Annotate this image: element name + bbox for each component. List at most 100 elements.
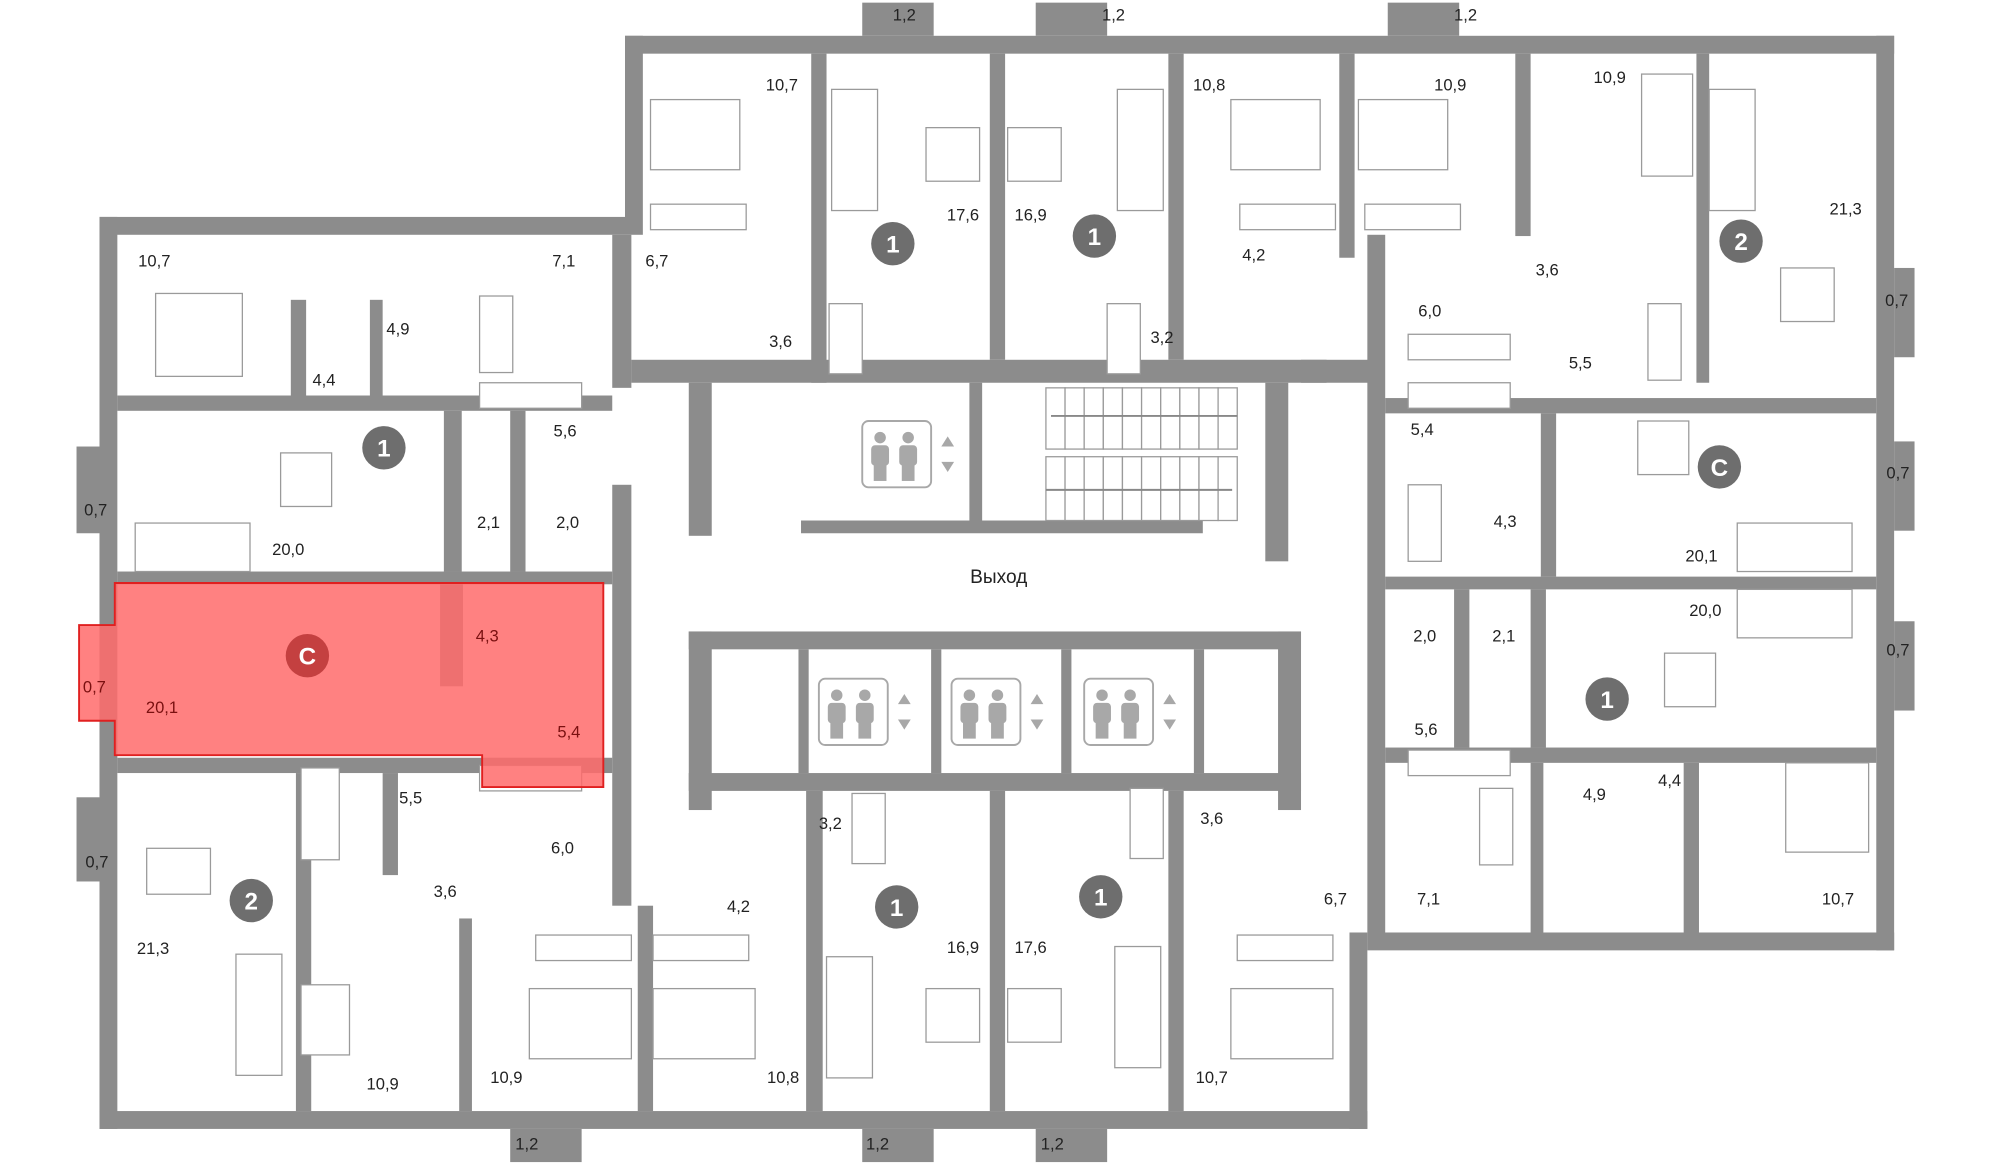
room-area-label: 16,9	[1014, 206, 1046, 225]
furniture-item	[1407, 382, 1511, 409]
room-area-label: 17,6	[947, 206, 979, 225]
furniture-item	[1779, 267, 1835, 323]
apartment-room-count-badge[interactable]: 1	[875, 885, 919, 929]
apartment-room-count-badge[interactable]: 1	[871, 222, 915, 266]
wall	[76, 797, 100, 882]
wall	[688, 631, 712, 811]
furniture-item	[1736, 522, 1853, 573]
furniture-item	[1230, 98, 1321, 171]
room-area-label: 4,4	[1658, 771, 1681, 790]
wall	[1339, 53, 1355, 258]
apartment-highlight[interactable]	[78, 582, 605, 789]
wall	[99, 216, 625, 235]
apartment-type-label: С	[299, 644, 317, 671]
wall	[798, 649, 809, 774]
room-area-label: 10,9	[1594, 68, 1626, 87]
furniture-item	[1230, 987, 1334, 1060]
wall	[459, 918, 472, 1112]
room-area-label: 20,1	[1685, 546, 1717, 565]
apartment-room-count-badge[interactable]: 2	[1719, 219, 1763, 263]
room-area-label: 5,6	[1414, 720, 1437, 739]
room-area-label: 3,2	[1150, 328, 1173, 347]
furniture-item	[925, 987, 981, 1043]
room-area-label: 3,2	[819, 814, 842, 833]
wall	[1540, 413, 1557, 577]
wall	[811, 53, 827, 383]
badge-label: С	[1711, 455, 1729, 482]
wall	[1683, 762, 1699, 933]
room-area-bathroom: 4,3	[476, 627, 499, 646]
furniture-item	[1407, 333, 1511, 361]
wall	[76, 446, 100, 534]
room-area-label: 7,1	[552, 252, 575, 271]
apartment-room-count-badge[interactable]: С	[1697, 445, 1742, 489]
wall	[688, 382, 712, 536]
badge-label: 1	[377, 436, 390, 463]
wall	[443, 410, 462, 572]
furniture-item	[134, 522, 251, 573]
balcony	[1387, 2, 1460, 36]
furniture-item	[1236, 934, 1334, 962]
wall	[99, 1111, 1368, 1129]
furniture-item	[1239, 203, 1337, 231]
room-area-label: 1,2	[866, 1134, 889, 1153]
furniture-item	[528, 987, 633, 1060]
furniture-item	[146, 847, 212, 895]
room-area-label: 6,0	[1418, 301, 1441, 320]
wall	[1168, 53, 1184, 360]
wall	[625, 35, 643, 235]
room-area-label: 1,2	[1454, 5, 1477, 24]
wall	[1385, 576, 1877, 590]
wall	[625, 35, 1895, 54]
furniture-item	[300, 767, 340, 861]
room-area-label: 6,0	[551, 838, 574, 857]
wall	[801, 520, 1203, 534]
furniture-item	[279, 452, 333, 508]
wall	[989, 53, 1006, 360]
room-area-label: 3,6	[434, 882, 457, 901]
furniture-item	[1407, 749, 1511, 777]
furniture-item	[1357, 98, 1449, 171]
balcony	[1035, 1128, 1108, 1163]
furniture-item	[925, 127, 981, 182]
furniture-item	[1106, 303, 1141, 375]
room-area-label: 3,6	[1200, 809, 1223, 828]
wall	[1193, 649, 1205, 774]
apartment-room-count-badge[interactable]: 1	[362, 426, 406, 470]
furniture-item	[1663, 652, 1717, 708]
wall	[290, 299, 307, 396]
apartment-room-count-badge[interactable]: 1	[1072, 214, 1117, 258]
wall	[1894, 441, 1915, 531]
badge-label: 1	[886, 232, 899, 259]
wall	[1876, 35, 1895, 951]
room-area-label: 20,0	[272, 540, 304, 559]
balcony	[510, 1128, 582, 1163]
wall	[369, 299, 383, 396]
room-area-label: 1,2	[515, 1134, 538, 1153]
furniture-item	[300, 984, 351, 1056]
apartment-room-count-badge[interactable]: 2	[229, 878, 273, 923]
room-area-label: 20,0	[1689, 601, 1721, 620]
room-area-label: 4,9	[1583, 785, 1606, 804]
apartment-room-count-badge[interactable]: 1	[1585, 677, 1629, 721]
furniture-item	[1007, 987, 1062, 1043]
wall	[1530, 762, 1544, 933]
wall	[1367, 234, 1386, 933]
furniture-item	[478, 382, 583, 409]
wall	[1515, 53, 1531, 237]
room-area-label: 6,7	[1324, 889, 1347, 908]
wall	[1894, 267, 1915, 358]
balcony	[862, 2, 934, 36]
furniture-item	[649, 203, 747, 231]
wall	[382, 773, 398, 876]
furniture-item	[1407, 484, 1442, 562]
room-area-label: 4,2	[1242, 245, 1265, 264]
room-area-label: 2,1	[477, 513, 500, 532]
apartment-room-count-badge[interactable]: 1	[1079, 875, 1123, 919]
selected-apartment[interactable]: С 20,1 4,3 5,4 0,7	[78, 582, 605, 789]
balcony	[862, 1128, 934, 1163]
wall	[688, 631, 1302, 650]
room-area-label: 4,2	[727, 897, 750, 916]
